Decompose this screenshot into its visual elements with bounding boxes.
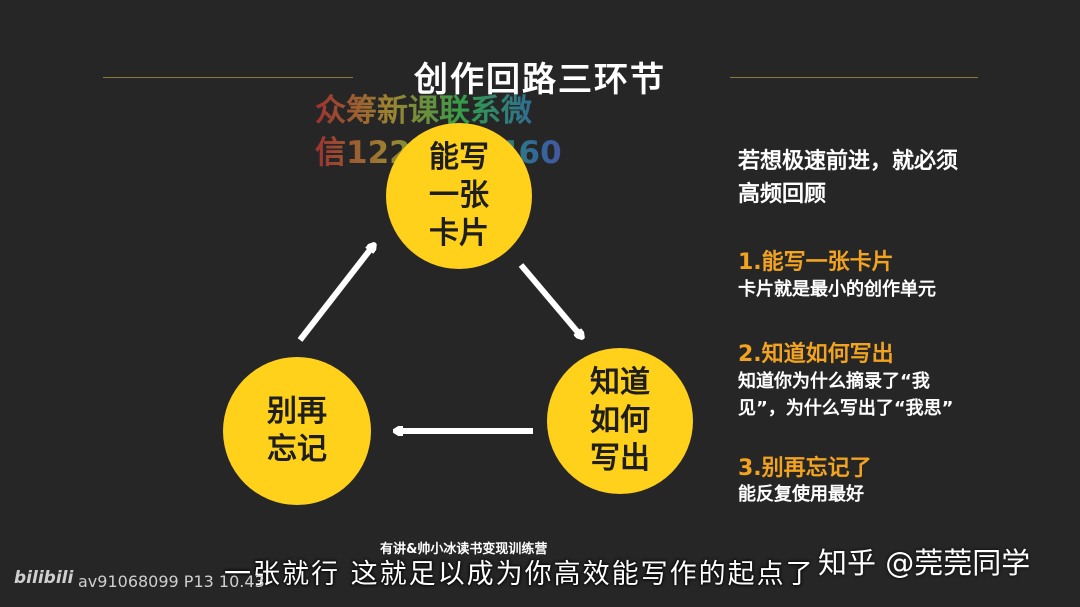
point-1-heading: 1.能写一张卡片 bbox=[738, 250, 894, 275]
node-line: 如何 bbox=[590, 403, 650, 438]
node-line: 写出 bbox=[590, 441, 650, 476]
zhihu-watermark: 知乎 @莞莞同学 bbox=[818, 546, 1031, 580]
title-rule-left bbox=[103, 77, 353, 78]
point-3-text: 能反复使用最好 bbox=[738, 481, 864, 508]
arrow-left-to-top bbox=[297, 246, 373, 342]
point-2-heading: 2.知道如何写出 bbox=[738, 342, 894, 367]
point-line: 知道你为什么摘录了“我 bbox=[738, 371, 930, 392]
node-line: 一张 bbox=[429, 178, 489, 213]
point-2-text: 知道你为什么摘录了“我 见”，为什么写出了“我思” bbox=[738, 368, 954, 422]
point-3-heading: 3.别再忘记了 bbox=[738, 456, 872, 481]
course-caption: 有讲&帅小冰读书变现训练营 bbox=[380, 542, 548, 557]
title-rule-right bbox=[730, 77, 978, 78]
node-line: 能写 bbox=[429, 140, 489, 175]
intro-line: 高频回顾 bbox=[738, 182, 827, 207]
slide-title: 创作回路三环节 bbox=[414, 60, 666, 100]
video-subtitle: 一张就行 这就足以成为你高效能写作的起点了 bbox=[224, 559, 815, 590]
cycle-node-write-card: 能写 一张 卡片 bbox=[386, 123, 532, 269]
video-id: av91068099 P13 10.43 bbox=[78, 572, 265, 591]
point-line: 能反复使用最好 bbox=[738, 484, 864, 505]
node-line: 知道 bbox=[590, 365, 650, 400]
point-1-text: 卡片就是最小的创作单元 bbox=[738, 276, 936, 303]
intro-line: 若想极速前进，就必须 bbox=[738, 149, 959, 174]
point-line: 卡片就是最小的创作单元 bbox=[738, 279, 936, 300]
bilibili-logo: bilibili bbox=[14, 568, 74, 588]
point-line: 见”，为什么写出了“我思” bbox=[738, 398, 954, 419]
panel-intro: 若想极速前进，就必须 高频回顾 bbox=[738, 145, 958, 211]
cycle-node-dont-forget: 别再 忘记 bbox=[223, 357, 371, 505]
arrow-top-to-right bbox=[518, 263, 581, 336]
node-line: 别再 bbox=[267, 394, 327, 429]
node-line: 忘记 bbox=[267, 432, 327, 467]
cycle-node-know-how: 知道 如何 写出 bbox=[547, 348, 693, 494]
node-line: 卡片 bbox=[429, 216, 489, 251]
